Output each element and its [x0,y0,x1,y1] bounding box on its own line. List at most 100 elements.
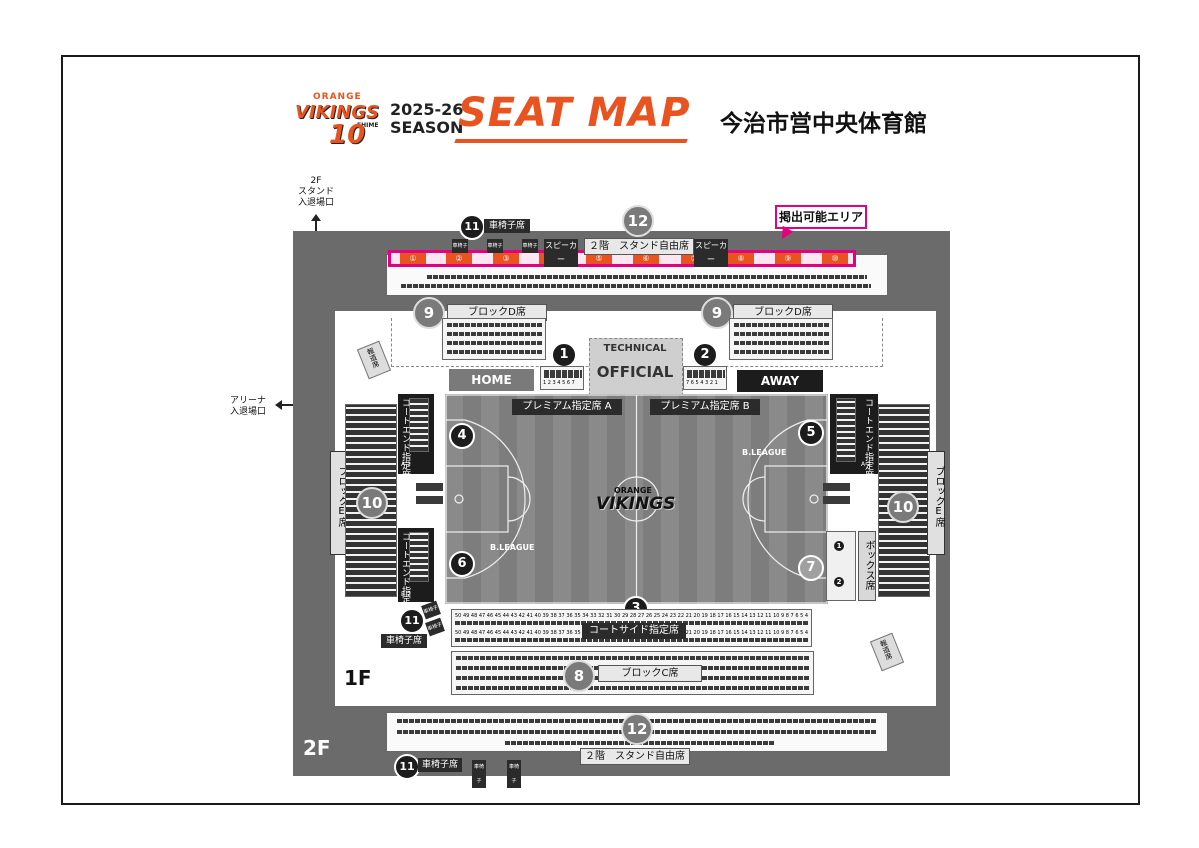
box-marker-2: 2 [834,577,844,587]
ad-slot-1: ① [400,253,426,264]
marker-11-top: 11 [459,214,485,240]
ad-slot-6: ⑥ [633,253,659,264]
b-league-left: B.LEAGUE [490,543,535,552]
ad-slot-10: ⑩ [822,253,848,264]
premium-a-label: プレミアム指定席 A [512,399,622,415]
block-e-left [345,404,397,597]
official-seats-left: 1 2 3 4 5 6 7 [540,366,584,390]
bench-left-1 [416,483,443,491]
courtside-rows-2 [455,638,809,642]
box-seat-label: ボックス席 [863,540,874,590]
block-e-label-right-bg [927,451,945,555]
courtend-a2-label: コートエンド指定席 [863,398,873,479]
official-seats-right: 7 6 5 4 3 2 1 [683,366,727,390]
speaker-label-right: スピーカー [694,239,728,267]
official-right-rows [687,370,725,378]
season-word: SEASON [390,118,464,137]
bench-right-1 [823,483,850,491]
block-d-right [729,318,833,360]
home-bench: HOME [449,369,534,391]
courtend-a1-seats [409,398,429,452]
block-d-right-rows-2 [734,332,830,336]
stand-top-rows-1 [427,275,867,279]
arena-entrance-exit: 入退場口 [229,407,266,417]
block-d-left-rows-3 [447,341,543,345]
marker-11-bottom: 11 [394,754,420,780]
logo-top-text: ORANGE [313,92,362,102]
marker-1: 1 [551,342,577,368]
marker-8: 8 [563,660,595,692]
wheelchair-small-2: 車椅子 [487,239,503,253]
court-logo: ORANGE VIKINGS [594,486,680,522]
ad-slot-5: ⑤ [586,253,612,264]
block-e-label-right: ブロックE席 [933,466,944,527]
marker-4: 4 [449,423,475,449]
arena-entrance-arena: アリーナ [229,396,266,406]
box-marker-1: 1 [834,541,844,551]
stand-top-rows-2 [401,284,871,288]
logo-main-text: VIKINGS [295,102,380,123]
courtend-b2-seats [409,532,429,582]
team-logo: ORANGE VIKINGS EHIME 10 [295,92,381,154]
marker-5: 5 [798,420,824,446]
ad-slot-8: ⑧ [728,253,754,264]
wheelchair-small-3: 車椅子 [522,239,538,253]
floor-2f-label: 2F [303,736,331,760]
ad-area-callout: 掲出可能エリア [775,205,867,229]
bench-left-2 [416,496,443,504]
court-logo-top: ORANGE [614,486,652,495]
block-d-left-rows-2 [447,332,543,336]
marker-12-bottom: 12 [621,713,653,745]
block-d-right-rows-4 [734,350,830,354]
marker-9-left: 9 [413,297,445,329]
box-seat-label-bg [858,531,876,601]
arena-entrance-label: アリーナ 入退場口 [222,396,274,418]
marker-6: 6 [449,551,475,577]
courtend-a2-seats [836,398,856,462]
stand-free-label-top: ２階 スタンド自由席 [584,238,694,255]
block-e-label-left: ブロックE席 [336,466,347,527]
arena-entrance-arrow [280,404,294,406]
stand-entrance-arrowhead-up [311,214,321,221]
speaker-label-left: スピーカー [544,239,578,267]
official-label: OFFICIAL [596,363,674,381]
technical-official-area [589,338,683,396]
marker-7: 7 [798,555,824,581]
courtside-numbers-1: 50 49 48 47 46 45 44 43 42 41 40 39 38 3… [455,613,809,619]
courtend-b2-label: コートエンド指定席 [400,532,410,613]
floor-1f-label: 1F [344,666,372,690]
season-year: 2025-26 [390,100,464,119]
venue-name: 今治市営中央体育館 [720,111,927,137]
b-league-right: B.LEAGUE [742,448,787,457]
wheelchair-label-top: 車椅子席 [484,219,530,233]
marker-10-right: 10 [887,491,919,523]
away-bench: AWAY [737,370,823,392]
block-c-rows-1 [456,656,810,660]
premium-b-label: プレミアム指定席 B [650,399,760,415]
ad-slot-9: ⑨ [775,253,801,264]
block-d-left [442,318,546,360]
courtend-b2-code: B-2 [401,591,412,598]
stand-free-label-bottom: ２階 スタンド自由席 [580,748,690,765]
marker-9-right: 9 [701,297,733,329]
reporter-label-right: 報道席 [878,638,894,661]
logo-anniversary-number: 10 [329,120,366,150]
logo-sub-text: EHIME [357,122,379,129]
wheelchair-bottom-small-1: 車椅子 [472,760,486,788]
block-d-right-rows-1 [734,323,830,327]
reporter-label-left: 報道席 [365,346,381,369]
block-c-rows-4 [456,686,810,690]
box-seats: 1 2 [826,531,856,601]
wheelchair-label-1f: 車椅子席 [381,634,427,648]
block-d-right-rows-3 [734,341,830,345]
ad-slot-3: ③ [493,253,519,264]
courtend-a1-code: A-1 [401,461,411,468]
court-logo-main: VIKINGS [596,494,676,514]
marker-2: 2 [692,342,718,368]
map-frame [61,55,1140,805]
technical-label: TECHNICAL [603,343,667,354]
courtside-label: コートサイド指定席 [582,623,686,639]
official-left-numbers: 1 2 3 4 5 6 7 [543,380,575,386]
stand-entrance-label: 2F スタンド 入退場口 [290,176,342,209]
official-right-numbers: 7 6 5 4 3 2 1 [686,380,718,386]
